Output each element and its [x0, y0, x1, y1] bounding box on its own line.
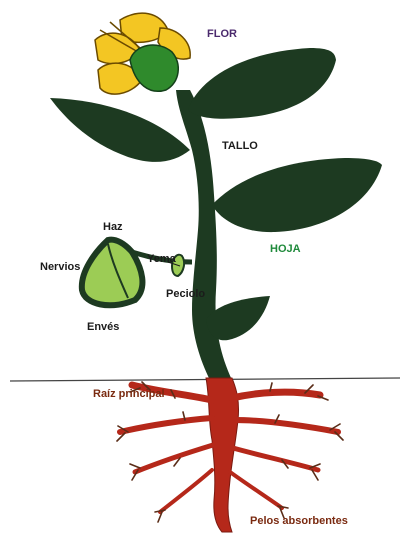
- label-yema: Yema: [147, 253, 176, 265]
- lateral-root: [234, 420, 338, 432]
- leaf-right-lower: [206, 296, 270, 340]
- flower: [95, 13, 190, 94]
- lateral-root: [232, 392, 320, 398]
- label-flor: FLOR: [207, 28, 237, 40]
- root-hair: [278, 385, 343, 518]
- label-haz: Haz: [103, 221, 123, 233]
- leaf-right-top: [188, 48, 336, 119]
- ground-line: [10, 378, 400, 381]
- lateral-root: [230, 472, 282, 508]
- label-enves: Envés: [87, 321, 119, 333]
- root-system: [117, 378, 343, 532]
- label-hoja: HOJA: [270, 243, 301, 255]
- label-nervios: Nervios: [40, 261, 80, 273]
- label-raiz-principal: Raíz principal: [93, 388, 165, 400]
- leaf-left-upper: [50, 98, 190, 162]
- label-peciolo: Peciolo: [166, 288, 205, 300]
- leaf-right-big: [212, 158, 382, 232]
- root-hair: [117, 382, 165, 522]
- lateral-root: [160, 470, 212, 512]
- lateral-root: [135, 445, 213, 472]
- leaf-small: [82, 240, 143, 306]
- lateral-root: [233, 448, 318, 470]
- label-tallo: TALLO: [222, 140, 258, 152]
- label-pelos-absorbentes: Pelos absorbentes: [250, 515, 348, 527]
- lateral-root: [120, 418, 212, 432]
